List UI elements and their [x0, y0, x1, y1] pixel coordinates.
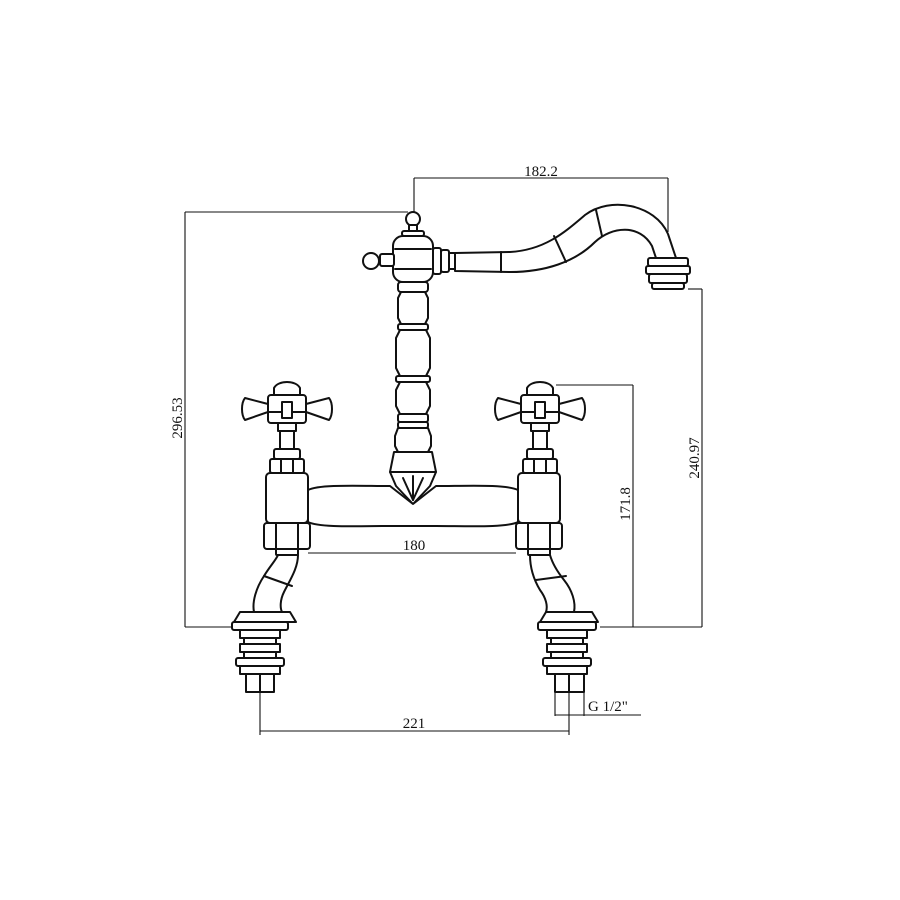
dimension-labels: 182.2 296.53 240.97 171.8 180 221 G 1/2"	[170, 164, 703, 732]
dim-spout-reach: 182.2	[524, 164, 558, 180]
left-valve	[231, 381, 333, 693]
dim-spout-outlet-height: 240.97	[687, 437, 703, 479]
dim-body-width: 180	[403, 538, 426, 554]
dim-tail-centres: 221	[403, 716, 426, 732]
dim-total-height: 296.53	[170, 397, 186, 438]
dim-thread: G 1/2"	[588, 699, 628, 715]
dimension-lines	[184, 177, 703, 735]
central-column	[362, 211, 456, 505]
right-valve	[494, 381, 599, 693]
spout	[454, 203, 691, 290]
tap-body	[231, 203, 691, 693]
dim-handle-height: 171.8	[618, 487, 634, 521]
